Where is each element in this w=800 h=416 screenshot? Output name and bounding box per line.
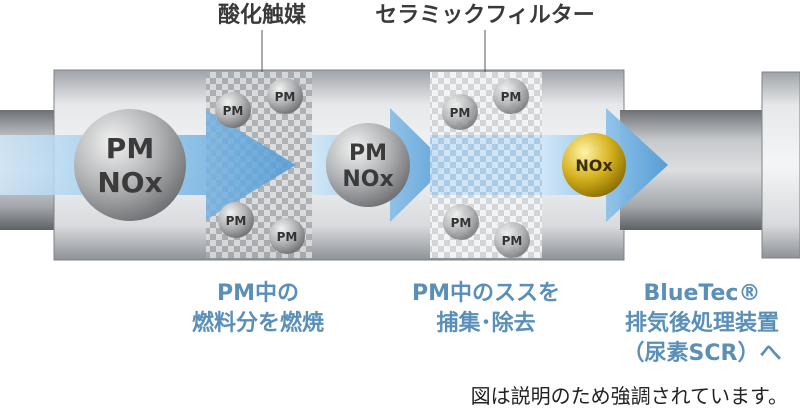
pm-particle xyxy=(218,202,254,238)
pm-particle xyxy=(269,218,305,254)
pm-particle-label: PM xyxy=(223,104,244,118)
ceramic-filter-label: セラミックフィルター xyxy=(375,3,595,28)
pm-particle xyxy=(493,78,529,114)
step1-line2: 燃料分を燃焼 xyxy=(192,310,324,336)
nox-particle-label: NOx xyxy=(575,156,613,175)
step2-line2: 捕集･除去 xyxy=(436,310,535,336)
step2-line1: PM中のススを xyxy=(412,281,560,306)
pm-nox-particle-medium xyxy=(326,123,410,207)
particle-large-pm: PM xyxy=(106,132,154,165)
outlet-flange xyxy=(761,71,800,259)
step3-line1: BlueTec® xyxy=(644,281,761,306)
step3-line3: （尿素SCR）へ xyxy=(623,340,782,366)
pm-nox-particle-large xyxy=(74,109,186,221)
pm-particle-label: PM xyxy=(226,214,247,228)
particle-large-nox: NOx xyxy=(97,166,162,199)
step3-line2: 排気後処理装置 xyxy=(625,310,779,336)
pm-particle-label: PM xyxy=(277,230,298,244)
explanatory-note: 図は説明のため強調されています。 xyxy=(471,384,788,408)
pm-particle-label: PM xyxy=(275,90,296,104)
filter-flow-band xyxy=(430,135,542,195)
pm-particle-label: PM xyxy=(450,106,471,120)
step1-line1: PM中の xyxy=(217,281,299,306)
pm-particle-label: PM xyxy=(451,216,472,230)
particle-medium-pm: PM xyxy=(349,141,387,166)
particle-medium-nox: NOx xyxy=(342,167,393,192)
pm-particle xyxy=(215,92,251,128)
pm-particle-label: PM xyxy=(501,90,522,104)
catalyst-label: 酸化触媒 xyxy=(218,2,307,28)
pm-particle xyxy=(442,94,478,130)
nox-particle xyxy=(562,133,626,197)
pm-particle xyxy=(443,204,479,240)
pm-particle xyxy=(494,222,530,258)
pm-particle-label: PM xyxy=(502,234,523,248)
pm-particle xyxy=(267,78,303,114)
